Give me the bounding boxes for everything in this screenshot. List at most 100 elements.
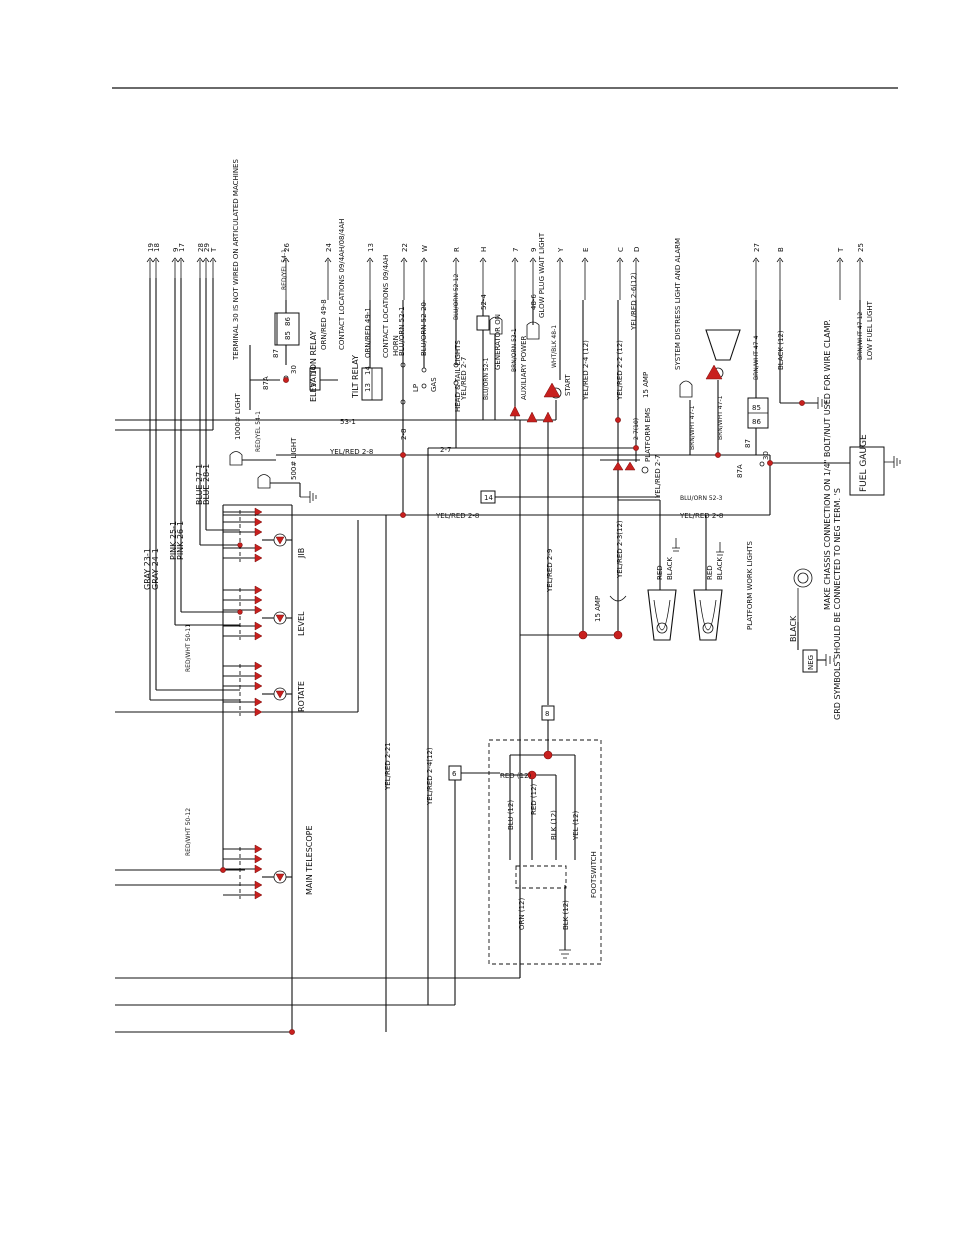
wire-label-whtblk-48-1: WHT/BLK 48-1 — [551, 325, 558, 368]
left-vertical-wires — [115, 278, 520, 1033]
top-arrow-label: 25 — [857, 243, 865, 252]
wire-label-48-6: 48-6 — [530, 294, 538, 310]
wire-label-ornred-49-1: ORN/RED 49-1 — [364, 307, 372, 358]
top-arrow-label: 26 — [283, 243, 291, 252]
top-arrow-label: 13 — [367, 243, 375, 252]
wire-label-redwht-50-12: RED/WHT 50-12 — [185, 808, 192, 856]
top-arrow-label: 18 — [153, 243, 161, 252]
elevation-relay-label: ELEVATION RELAY — [309, 330, 318, 402]
relay-86-label: 86 — [284, 317, 292, 326]
contact-14-label: 14 — [364, 366, 372, 375]
wire-label-pink-25: PINK 25-1 — [169, 521, 178, 560]
wire-label-orn-12: ORN (12) — [518, 898, 526, 930]
wire-label-2-8: 2-8 — [400, 429, 408, 440]
top-arrow-label: H — [480, 247, 488, 252]
low-fuel-label: LOW FUEL LIGHT — [866, 300, 874, 360]
top-arrow-label: 7 — [512, 248, 520, 252]
wire-label-blue-27: BLUE 27-1 — [195, 464, 204, 505]
wire-label-2-7: 2-7 — [440, 446, 451, 454]
jib-switch-label: JIB — [297, 548, 306, 559]
head-tail-label: HEAD & TAIL LIGHTS — [454, 340, 462, 412]
generator-aux-start-area — [476, 300, 562, 421]
wire-label-yelred-2-7: YEL/RED 2-7 — [460, 357, 468, 401]
lp-label: LP — [412, 384, 420, 392]
wire-label-redwht-50-11: RED/WHT 50-11 — [185, 624, 192, 672]
tilt-relay-label: TILT RELAY — [351, 355, 360, 399]
relay-85-86-box — [276, 312, 300, 346]
main-telescope-switch-label: MAIN TELESCOPE — [305, 825, 314, 895]
relay-87-label: 87 — [272, 349, 280, 358]
fuel-gauge-label: FUEL GAUGE — [859, 434, 869, 492]
wire-label-red-a: RED — [656, 565, 664, 580]
system-distress-label: SYSTEM DISTRESS LIGHT AND ALARM — [674, 238, 682, 370]
wire-label-yelred-2-4-b: YEL/RED 2-4 (12) — [582, 340, 590, 401]
level-switch-label: LEVEL — [297, 611, 306, 636]
wire-label-brnwht-47-12: BRN/WHT 47-12 — [857, 312, 864, 360]
wire-label-black-neg: BLACK — [789, 615, 798, 642]
wire-label-yelred-2-9: YEL/RED 2-9 — [546, 549, 554, 593]
relay-87a-label: 87A — [262, 376, 270, 390]
wire-label-52-4: 52-4 — [480, 294, 488, 310]
horn-label: HORN — [392, 335, 400, 356]
indicator-leds — [509, 364, 723, 471]
wire-label-yelred-2-6: YEL/RED 2-6(12) — [630, 272, 638, 331]
wire-label-bluorn-52-3: BLU/ORN 52-3 — [680, 495, 723, 502]
middle-horizontal-wires — [223, 447, 771, 705]
relay2-87-label: 87 — [744, 439, 752, 448]
relay2-87a-label: 87A — [736, 464, 744, 478]
top-arrow-label: D — [633, 247, 641, 252]
wire-label-gray-23: GRAY 23-1 — [143, 548, 152, 590]
top-arrow-label: T — [210, 247, 218, 253]
light-1000-label: 1000# LIGHT — [234, 392, 242, 440]
wire-label-ornred-49-8: ORN/RED 49-8 — [320, 299, 328, 350]
wire-label-black-a: BLACK — [666, 557, 674, 580]
connector-8-box — [541, 705, 555, 721]
light-500-label: 500# LIGHT — [290, 437, 298, 480]
start-label: START — [564, 374, 572, 396]
contact-14b-label: 14 — [310, 366, 318, 375]
wire-label-blue-28: BLUE 28-1 — [202, 464, 211, 505]
wire-label-blk-12: BLK (12) — [550, 810, 558, 840]
wire-label-blu-12: BLU (12) — [507, 800, 515, 830]
wire-label-yelred-2-8-a: YEL/RED 2-8 — [329, 448, 373, 456]
top-arrow-label: 9 — [172, 248, 180, 252]
jib-switch: JIB — [223, 507, 306, 563]
chassis-note: MAKE CHASSIS CONNECTION ON 1/4" BOLT/NUT… — [823, 319, 832, 610]
wire-label-brnorn-53-1: BRN/ORN 53-1 — [511, 328, 518, 372]
wire-label-yelred-2-7-b: YEL/RED 2-7 — [654, 455, 662, 499]
top-arrow-label: W — [421, 245, 429, 252]
grd-note: GRD SYMBOLS SHOULD BE CONNECTED TO NEG T… — [833, 488, 842, 720]
neg-label: NEG — [807, 655, 815, 670]
contact-locations-1: CONTACT LOCATIONS 09/4AH/08/4AH — [338, 219, 346, 350]
junction-dots — [220, 377, 805, 1035]
wire-label-black-b: BLACK — [716, 557, 724, 580]
wire-label-yelred-2-8-b: YEL/RED 2-8 — [435, 512, 479, 520]
wire-label-brnwht-47-1b: BRN/WHT 47-1 — [717, 395, 724, 440]
level-switch: LEVEL — [223, 585, 306, 641]
top-arrow-label: B — [777, 247, 785, 252]
wire-label-yelred-2-3: YEL/RED 2-3(12) — [616, 520, 624, 579]
wire-label-bluorn-52-1b: BLU/ORN 52-1 — [483, 357, 490, 400]
relay-lower-right-and-fuel-gauge — [747, 300, 901, 496]
fifteen-amp-a: 15 AMP — [642, 372, 650, 398]
generator-on-label: GENERATOR ON — [494, 314, 502, 370]
main-telescope-switch: MAIN TELESCOPE — [223, 825, 314, 900]
relay2-30-label: 30 — [762, 451, 770, 460]
fuse-15amp — [609, 595, 627, 602]
wire-label-brnwht-47-4: BRN/WHT 47-4 — [753, 335, 760, 380]
wire-label-redyel-54-1-b: RED/YEL 54-1 — [281, 249, 288, 290]
wire-label-red-12b: RED (12) — [530, 783, 538, 815]
middle-vertical-wires — [385, 300, 637, 1032]
fifteen-amp-b: 15 AMP — [594, 596, 602, 622]
wire-label-brnwht-47-1a: BRN/WHT 47-1 — [689, 405, 696, 450]
box-6-label: 6 — [452, 770, 457, 778]
platform-work-lights — [647, 500, 724, 641]
top-arrow-label: 24 — [325, 243, 333, 252]
platform-work-lights-label: PLATFORM WORK LIGHTS — [746, 540, 754, 630]
wire-label-yelred-2-21: YEL/RED 2-21 — [384, 742, 392, 791]
top-arrow-label: T — [837, 247, 845, 253]
footswitch-label: FOOTSWITCH — [590, 851, 598, 898]
wire-label-blk-12b: BLK (12) — [562, 900, 570, 930]
